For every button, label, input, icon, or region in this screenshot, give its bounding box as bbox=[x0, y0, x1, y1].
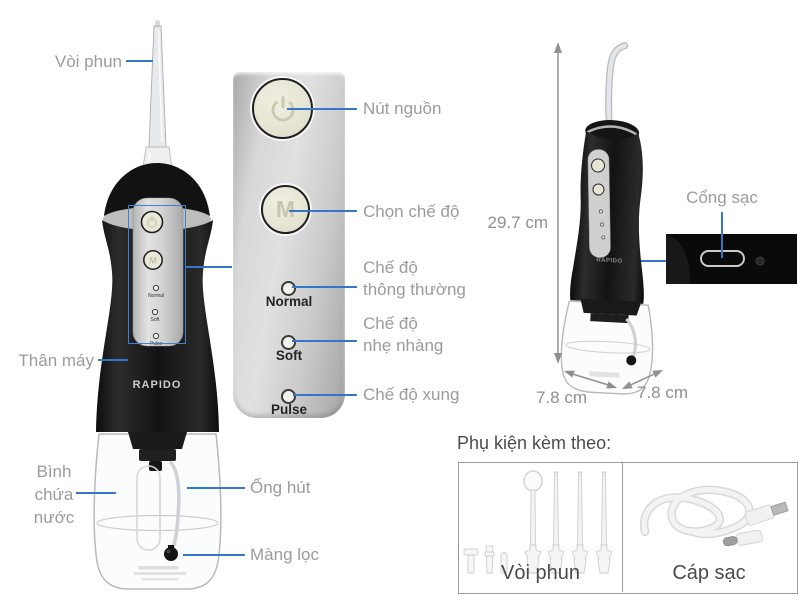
dimension-arrowheads bbox=[554, 42, 663, 389]
connector-pulse bbox=[293, 394, 357, 396]
right-device-panel bbox=[587, 149, 611, 258]
normal-led bbox=[281, 281, 296, 296]
magnified-control-panel: M Normal Soft Pulse bbox=[233, 72, 345, 418]
pulse-label: Pulse bbox=[270, 402, 308, 417]
right-brand-logo: RAPIDO bbox=[596, 257, 623, 264]
connector-nozzle bbox=[126, 60, 153, 62]
device-soft-led bbox=[151, 308, 159, 316]
filter-illustration bbox=[164, 547, 178, 561]
accessory-nozzles-illustration bbox=[463, 470, 613, 574]
accessories-divider bbox=[622, 462, 623, 592]
mode-select-label: Chọn chế độ bbox=[363, 202, 460, 221]
charging-port-closeup bbox=[666, 234, 797, 284]
mode-button-letter: M bbox=[275, 196, 296, 222]
device-mode-button bbox=[143, 250, 163, 270]
connector-filter bbox=[183, 554, 245, 556]
tank-label: Bình chứa nước bbox=[33, 462, 75, 527]
water-tank-illustration bbox=[93, 432, 222, 590]
mode-button: M bbox=[261, 185, 310, 234]
connector-normal bbox=[292, 286, 357, 288]
accessories-title: Phụ kiện kèm theo: bbox=[457, 433, 612, 453]
device-normal-led bbox=[152, 284, 160, 292]
connector-panel-zoom bbox=[185, 266, 232, 268]
charging-cable-illustration bbox=[640, 485, 789, 547]
usb-a-connector-icon bbox=[744, 501, 789, 526]
accessory-cable-label: Cáp sạc bbox=[672, 562, 746, 584]
brand-logo: RAPIDO bbox=[133, 379, 182, 391]
width-dimension: 7.8 cm bbox=[536, 388, 588, 407]
depth-dimension: 7.8 cm bbox=[637, 383, 689, 402]
left-device-illustration: M Normal Soft Pulse RAPIDO bbox=[93, 20, 222, 590]
suction-tube-label: Ống hút bbox=[250, 478, 311, 497]
device-mode-letter: M bbox=[149, 256, 157, 266]
normal-desc-label: Chế độ thông thường bbox=[363, 258, 466, 299]
connector-body bbox=[98, 359, 128, 361]
nozzle-label: Vòi phun bbox=[54, 52, 122, 71]
device-normal-text: Normal bbox=[148, 293, 164, 299]
power-label: Nút nguồn bbox=[363, 99, 442, 118]
usb-c-connector-icon bbox=[722, 529, 763, 547]
tank-handle-tube bbox=[136, 465, 161, 551]
device-pulse-led bbox=[152, 332, 160, 340]
nozzle-illustration bbox=[139, 20, 176, 189]
height-dimension: 29.7 cm bbox=[487, 213, 548, 232]
connector-power bbox=[287, 108, 357, 110]
device-pulse-text: Pulse bbox=[150, 341, 163, 347]
pulse-led bbox=[281, 389, 296, 404]
device-power-button bbox=[140, 210, 164, 234]
soft-desc-label: Chế độ nhẹ nhàng bbox=[363, 314, 444, 355]
soft-led bbox=[281, 335, 296, 350]
power-icon bbox=[271, 95, 294, 121]
connector-tank bbox=[76, 492, 116, 494]
soft-label: Soft bbox=[275, 348, 303, 363]
panel-highlight-box bbox=[128, 205, 186, 344]
filter-label: Màng lọc bbox=[250, 545, 319, 564]
device-soft-text: Soft bbox=[151, 317, 161, 323]
device-control-panel: M Normal Soft Pulse bbox=[132, 197, 184, 347]
connector-charging-port bbox=[721, 212, 723, 258]
body-label: Thân máy bbox=[18, 351, 94, 370]
pulse-desc-label: Chế độ xung bbox=[363, 385, 460, 404]
right-device-illustration: RAPIDO bbox=[560, 42, 654, 395]
charging-port-label: Cổng sạc bbox=[686, 188, 758, 207]
device-head bbox=[104, 163, 210, 216]
normal-label: Normal bbox=[265, 294, 313, 309]
accessory-nozzle-label: Vòi phun bbox=[501, 562, 580, 584]
charge-led-icon bbox=[755, 256, 765, 266]
accessories-box bbox=[458, 462, 798, 594]
connector-mode bbox=[289, 210, 357, 212]
connector-soft bbox=[292, 340, 357, 342]
connector-port-box bbox=[641, 260, 666, 262]
connector-suction-tube bbox=[187, 487, 245, 489]
